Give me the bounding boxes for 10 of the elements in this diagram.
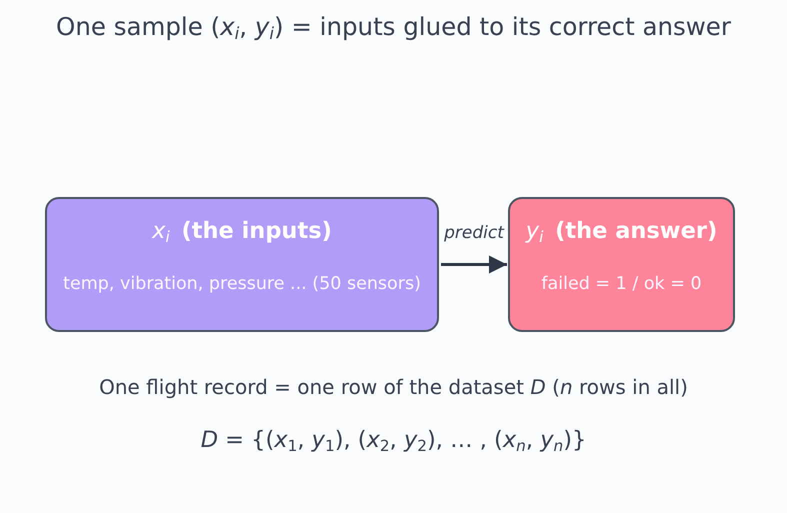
process-box [508,197,735,332]
node-heading: y$_{i}$ (the answer) [524,217,718,245]
node-text: failed = 1 / ok = 0 [540,273,703,295]
title: One sample (x$_{i}$, y$_{i}$) = inputs glued to its correct answer [55,12,732,42]
node-heading: x$_{i}$ (the inputs) [150,217,333,245]
caption-text: One flight record = one row of the dataset D (n rows in all) [98,374,689,400]
process-box [45,197,439,332]
formula: D = {(x$_{1}$, y$_{1}$), (x$_{2}$, y$_{2}$), … , (x$_{n}$, y$_{n}$)} [200,426,588,455]
arrow [441,256,507,274]
node-text: temp, vibration, pressure ... (50 sensors) [62,273,422,295]
